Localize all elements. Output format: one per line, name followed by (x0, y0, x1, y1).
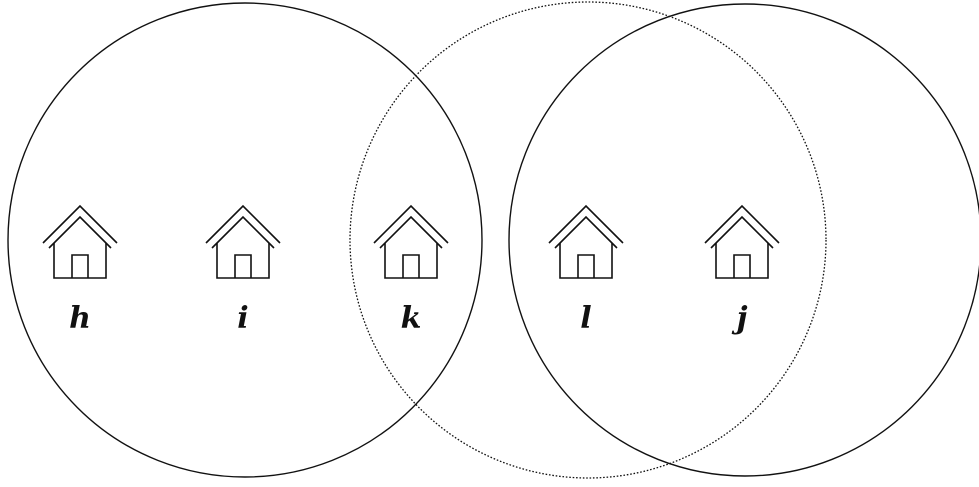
house-k: k (373, 205, 449, 336)
house-label-h: h (69, 301, 91, 336)
house-icon (205, 205, 281, 279)
house-icon (704, 205, 780, 279)
left-circle (7, 2, 483, 478)
house-label-j: j (732, 301, 748, 336)
house-label-l: l (580, 301, 591, 336)
house-icon (373, 205, 449, 279)
house-l: l (548, 205, 624, 336)
right-circle (508, 3, 979, 477)
house-h: h (42, 205, 118, 336)
house-icon (42, 205, 118, 279)
middle-circle (349, 1, 827, 479)
house-i: i (205, 205, 281, 336)
house-label-i: i (237, 301, 248, 336)
house-label-k: k (401, 301, 422, 336)
house-icon (548, 205, 624, 279)
house-j: j (704, 205, 780, 336)
